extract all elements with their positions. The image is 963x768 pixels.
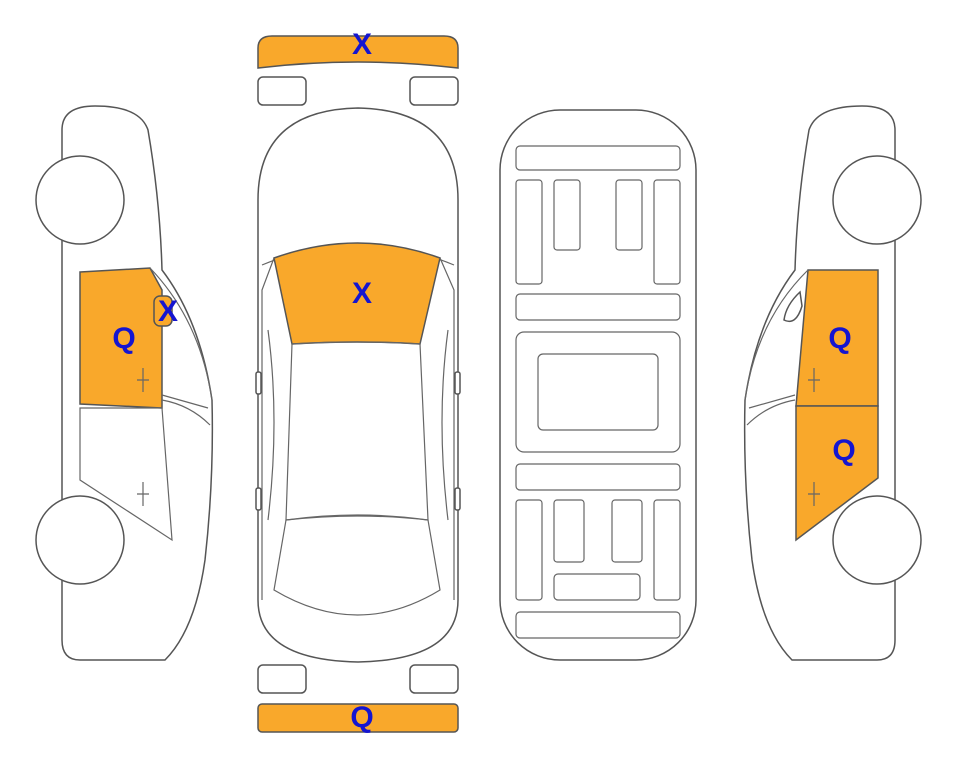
left-front-door-handle bbox=[137, 368, 149, 392]
underbody-floor-center bbox=[537, 353, 659, 431]
right-door-crease bbox=[441, 329, 449, 521]
front-bumper-panel[interactable] bbox=[257, 35, 459, 69]
right-mirror-top bbox=[454, 371, 461, 395]
right-rear-handle-top bbox=[454, 487, 461, 511]
left-front-door-panel[interactable] bbox=[79, 267, 163, 409]
left-rear-handle-top bbox=[255, 487, 262, 511]
rear-bumper-panel[interactable] bbox=[257, 703, 459, 733]
rear-window-outline bbox=[273, 514, 441, 616]
left-front-door-mirror-mark: X bbox=[158, 295, 178, 328]
front-left-headlight bbox=[257, 76, 307, 106]
front-right-headlight bbox=[409, 76, 459, 106]
underbody-rear-left-rail bbox=[515, 499, 543, 601]
rear-bumper-mark: Q bbox=[350, 701, 373, 734]
right-mirror bbox=[783, 290, 803, 323]
underbody-front-left-inner bbox=[553, 179, 581, 251]
car-underbody-view bbox=[499, 109, 697, 661]
underbody-rear-bar bbox=[553, 573, 641, 601]
left-door-crease bbox=[267, 329, 275, 521]
left-side-window-lines bbox=[161, 394, 211, 426]
left-rear-door-handle bbox=[137, 482, 149, 506]
car-top-view: X bbox=[255, 107, 461, 663]
left-mirror-top bbox=[255, 371, 262, 395]
underbody-rear-right-rail bbox=[653, 499, 681, 601]
right-roof-line bbox=[744, 269, 809, 401]
left-body-line bbox=[261, 257, 275, 600]
right-front-door-mark: Q bbox=[828, 322, 851, 355]
right-side-window-lines bbox=[746, 394, 796, 426]
front-windshield-mark: X bbox=[352, 277, 372, 310]
left-roof-line bbox=[149, 267, 213, 401]
left-rear-door-outline bbox=[79, 407, 173, 542]
car-top-body bbox=[257, 107, 459, 663]
front-bumper-group: X bbox=[257, 28, 459, 106]
right-rear-door-handle bbox=[808, 482, 820, 506]
underbody-floor-outer bbox=[515, 331, 681, 453]
rear-left-taillight bbox=[257, 664, 307, 694]
underbody-rear-crossbar bbox=[515, 611, 681, 639]
underbody-crossmember-rear bbox=[515, 463, 681, 491]
right-front-wheel bbox=[832, 155, 922, 245]
car-right-side-view: Q Q bbox=[743, 105, 922, 661]
left-front-door-mark: Q bbox=[112, 322, 135, 355]
left-front-wheel bbox=[35, 155, 125, 245]
left-front-door-mirror[interactable] bbox=[153, 295, 173, 327]
rear-bumper-group: Q bbox=[257, 664, 459, 734]
underbody-outline bbox=[499, 109, 697, 661]
front-bumper-mark: X bbox=[352, 28, 372, 61]
underbody-crossmember-front bbox=[515, 293, 681, 321]
underbody-rear-left-inner bbox=[553, 499, 585, 563]
underbody-front-right-inner bbox=[615, 179, 643, 251]
right-rear-door-mark: Q bbox=[832, 434, 855, 467]
underbody-front-right-rail bbox=[653, 179, 681, 285]
car-left-side-view: Q X bbox=[35, 105, 214, 661]
underbody-rear-right-inner bbox=[611, 499, 643, 563]
right-rear-door-panel[interactable] bbox=[795, 405, 879, 542]
left-rear-wheel bbox=[35, 495, 125, 585]
right-front-door-handle bbox=[808, 368, 820, 392]
rear-right-taillight bbox=[409, 664, 459, 694]
underbody-front-bar bbox=[515, 145, 681, 171]
underbody-front-left-rail bbox=[515, 179, 543, 285]
right-rear-wheel bbox=[832, 495, 922, 585]
right-body-line bbox=[439, 257, 455, 600]
